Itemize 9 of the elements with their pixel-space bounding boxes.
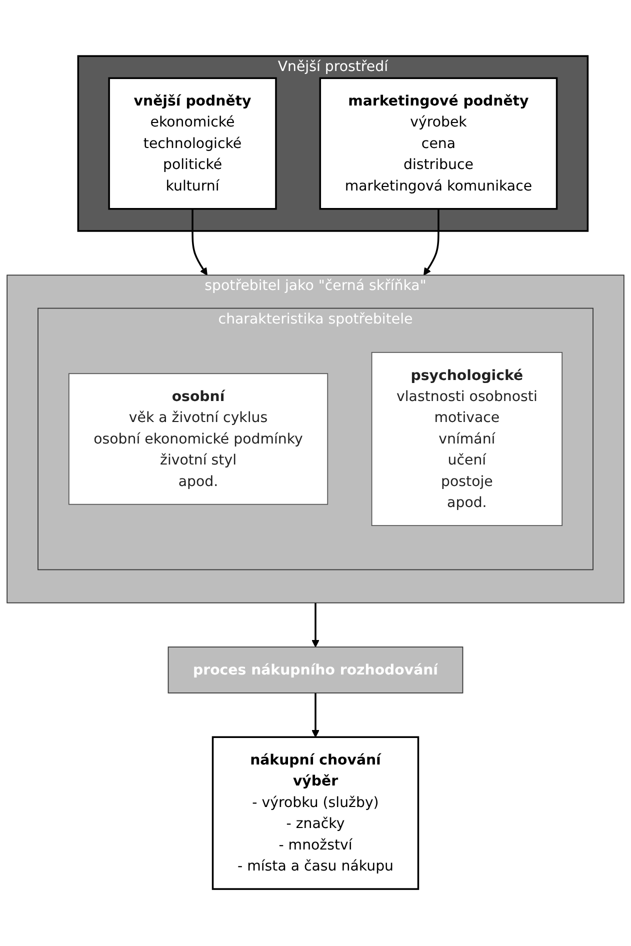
node-box: psychologické vlastnosti osobnosti motivace vnímání učení postoje apod. bbox=[371, 352, 563, 526]
node-box: nákupní chování výběr - výrobku (služby) - značky - množství - místa a času nákupu bbox=[212, 736, 420, 890]
arrow bbox=[312, 693, 320, 738]
arrow bbox=[424, 209, 440, 276]
node-box: osobní věk a životní cyklus osobní ekonomické podmínky životní styl apod. bbox=[68, 374, 328, 506]
node-box: marketingové podněty výrobek cena distribuce marketingová komunikace bbox=[319, 78, 558, 210]
node-box: vnější podněty ekonomické technologické politické kulturní bbox=[108, 78, 277, 210]
arrow bbox=[312, 603, 320, 648]
arrow bbox=[192, 209, 208, 276]
